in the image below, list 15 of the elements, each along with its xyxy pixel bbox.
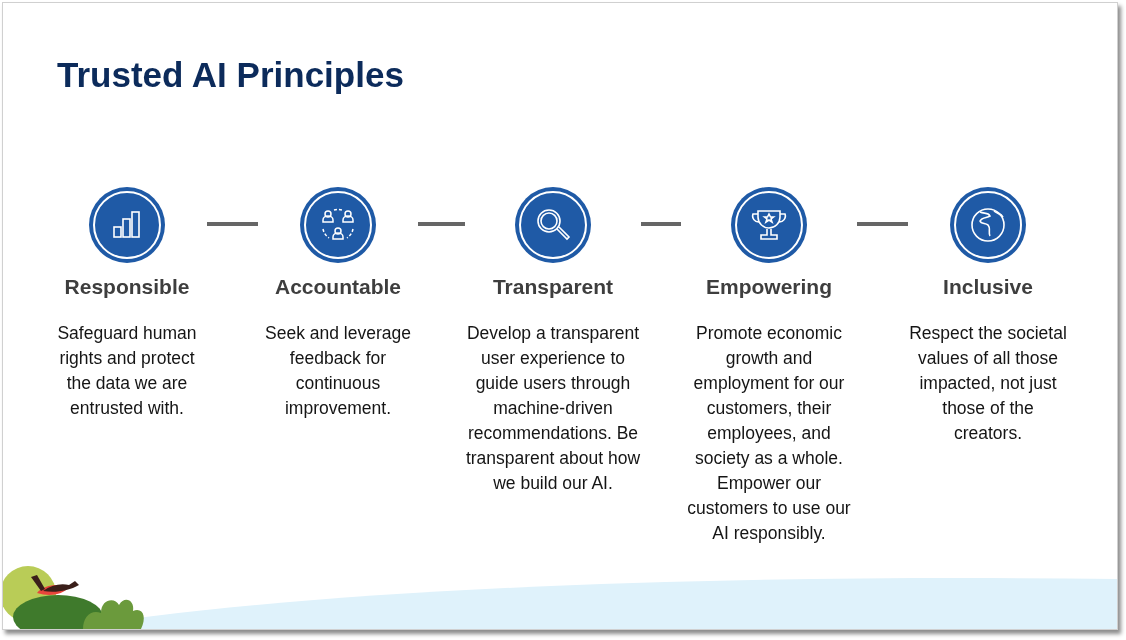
principle-description: Seek and leverage feedback for continuous improvement.	[264, 322, 412, 420]
title: Trusted AI Principles	[57, 55, 404, 95]
connector-line	[418, 222, 465, 226]
principle-description: Develop a transparent user experience to guide users through machine-driven recommendations. Be transparent about how we build our AI.	[465, 322, 641, 495]
principle-heading: Empowering	[706, 275, 832, 299]
principle-heading: Inclusive	[943, 275, 1033, 299]
principle-heading: Accountable	[275, 275, 401, 299]
connector-line	[641, 222, 681, 226]
principle-heading: Responsible	[64, 275, 190, 299]
principle-description: Promote economic growth and employment for our customers, their employees, and society as a whole. Empower our customers to use our AI responsibly.	[686, 322, 852, 545]
principle-description: Respect the societal values of all those impacted, not just those of the creators.	[908, 322, 1068, 445]
connector-line	[857, 222, 908, 226]
connector-line	[207, 222, 258, 226]
principle-description: Safeguard human rights and protect the data we are entrusted with.	[56, 322, 198, 420]
principle-heading: Transparent	[492, 275, 614, 299]
